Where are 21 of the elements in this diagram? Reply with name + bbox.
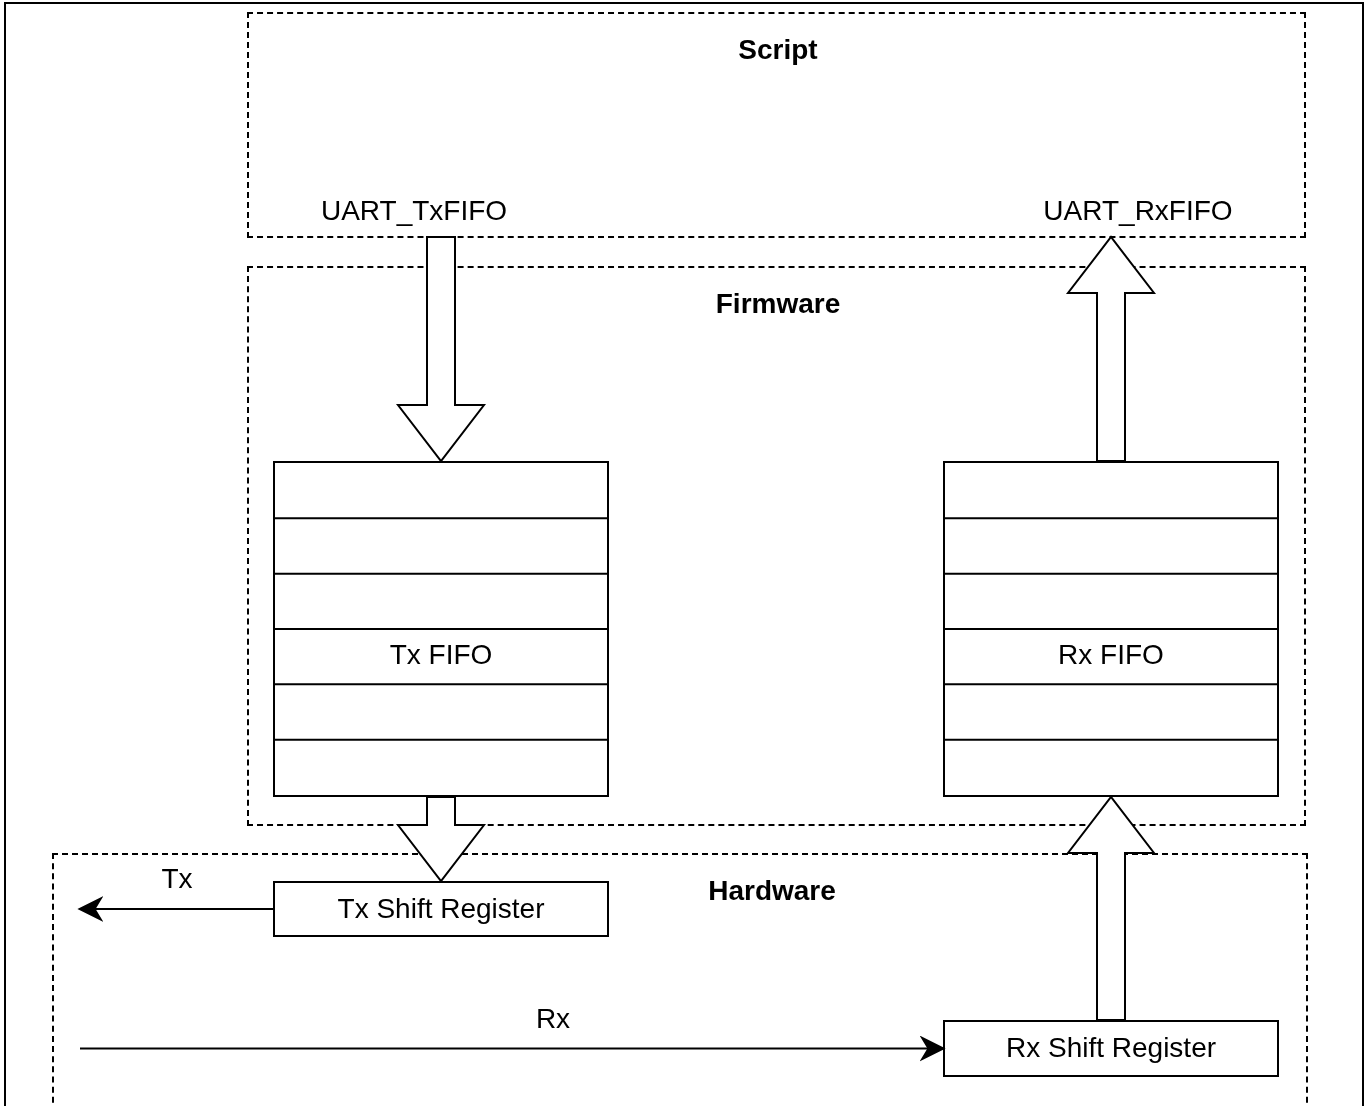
arrow	[77, 896, 274, 922]
dashed-group-box	[247, 266, 1306, 826]
block-arrow	[1065, 235, 1157, 462]
block-arrow	[395, 796, 487, 883]
layer-title: Script	[738, 34, 818, 66]
layer-title: Firmware	[715, 288, 841, 320]
port-label: UART_RxFIFO	[1020, 195, 1256, 237]
register-box	[943, 1020, 1279, 1077]
port-label: UART_TxFIFO	[296, 195, 532, 237]
layer-title: Hardware	[708, 875, 836, 907]
fifo-label: Tx FIFO	[389, 639, 493, 671]
dashed-group-box	[247, 12, 1306, 238]
fifo-stack	[943, 461, 1279, 797]
register-label: Tx Shift Register	[337, 893, 545, 925]
fifo-stack	[273, 461, 609, 797]
arrow	[79, 1035, 946, 1062]
register-box	[273, 881, 609, 937]
block-arrow	[1065, 795, 1157, 1021]
fifo-label: Rx FIFO	[1058, 639, 1164, 671]
register-label: Rx Shift Register	[1005, 1032, 1217, 1064]
block-arrow	[395, 236, 487, 463]
